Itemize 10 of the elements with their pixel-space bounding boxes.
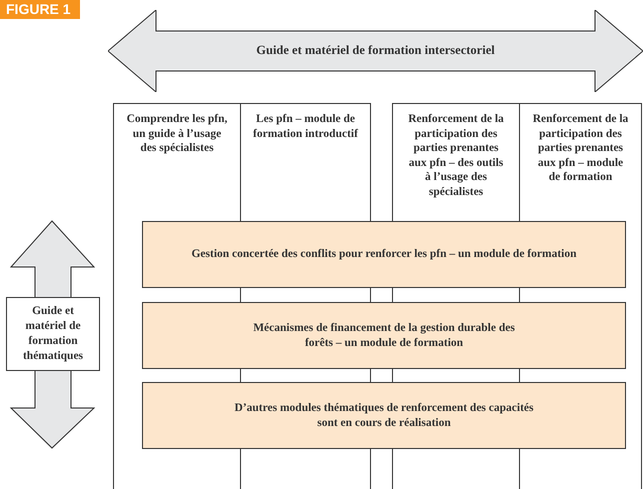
- text-box: Guide et matériel de formation thématiques: [6, 297, 100, 371]
- module-band: Mécanismes de financement de la gestion durable des forêts – un module de formation: [142, 302, 626, 369]
- column-panel: Comprendre les pfn, un guide à l’usage des spécialistes: [113, 103, 241, 221]
- column-panel: Renforcement de la participation des parties prenantes aux pfn – des outils à l’usage des spécialistes: [392, 103, 520, 221]
- double-arrow: Guide et matériel de formation intersectoriel: [108, 10, 643, 92]
- column-panel: Renforcement de la participation des parties prenantes aux pfn – module de formation: [519, 103, 642, 221]
- module-band: Gestion concertée des conflits pour renforcer les pfn – un module de formation: [142, 221, 626, 288]
- figure-label: FIGURE 1: [0, 0, 80, 19]
- column-panel: Les pfn – module de formation introductif: [240, 103, 371, 221]
- module-band: D’autres modules thématiques de renforcement des capacités sont en cours de réalisation: [142, 382, 626, 449]
